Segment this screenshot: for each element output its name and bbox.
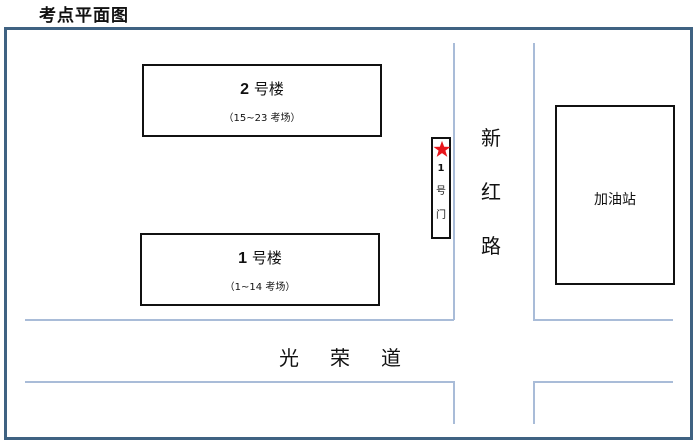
gas-station: 加油站 [555,105,675,285]
road-edge [25,319,454,321]
road-edge [453,43,455,320]
building-1: 1 号楼 （1~14 考场） [140,233,380,306]
star-icon [433,140,451,157]
road-edge [533,43,535,320]
map-title: 考点平面图 [39,6,129,26]
building-name: 号楼 [253,80,284,98]
road-name-char: 道 [381,346,401,370]
building-name: 号楼 [251,249,282,267]
gate-char: 门 [436,210,446,221]
building-rooms: （1~14 考场） [224,282,296,293]
gate-1: 1 号 门 [431,137,451,239]
road-name-char: 荣 [330,346,350,370]
map-frame [4,27,693,440]
building-rooms: （15~23 考场） [223,113,301,124]
road-edge [25,381,454,383]
road-name-char: 路 [481,234,501,258]
road-name-char: 光 [279,346,299,370]
gate-char: 1 [437,163,445,174]
road-name-char: 新 [481,126,501,150]
road-edge [533,319,673,321]
gate-char: 号 [436,186,446,197]
road-edge [453,381,455,424]
building-2: 2 号楼 （15~23 考场） [142,64,382,137]
road-name-char: 红 [481,180,501,204]
building-number: 2 [240,81,250,98]
road-edge [533,381,673,383]
road-edge [533,381,535,424]
building-number: 1 [238,250,248,267]
gas-station-label: 加油站 [594,192,636,208]
